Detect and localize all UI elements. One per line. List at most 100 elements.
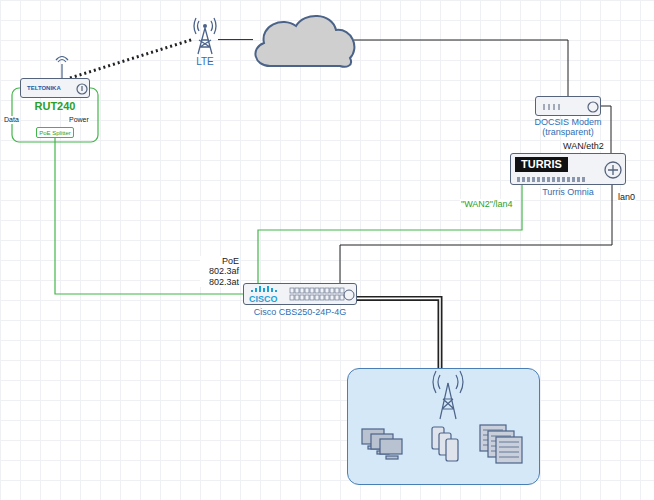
switch-port xyxy=(320,295,324,300)
status-icon-mark xyxy=(81,86,82,91)
network-name: LTE xyxy=(196,56,214,68)
double-line-core xyxy=(357,298,440,368)
port-label: PoE 802.3af 802.3at xyxy=(200,256,240,287)
cable-link xyxy=(55,138,243,294)
wire-label: Power xyxy=(68,116,90,124)
wireless-link xyxy=(70,40,192,78)
computer-base xyxy=(386,456,398,459)
cell-tower xyxy=(440,383,456,419)
switch-port xyxy=(310,288,314,293)
port-slot xyxy=(552,177,555,182)
logo-bar xyxy=(271,288,273,292)
tower-mast xyxy=(198,28,212,54)
port-slot xyxy=(517,177,520,182)
poe-splitter: PoE Splitter xyxy=(36,127,74,138)
switch-port xyxy=(295,288,299,293)
port-slot xyxy=(567,177,570,182)
server-slot xyxy=(483,430,503,431)
logo-bar xyxy=(259,286,261,292)
antenna-mast xyxy=(61,64,62,78)
brand-logo: TURRIS xyxy=(515,157,568,172)
node-graphic xyxy=(248,12,360,70)
device-name: RUT240 xyxy=(35,100,76,113)
server-slot xyxy=(499,447,519,448)
antenna-wave xyxy=(58,60,66,63)
port-slot xyxy=(572,177,575,182)
logo-bar xyxy=(267,286,269,292)
network-switch: CISCOCisco CBS250-24P-4G xyxy=(243,283,357,305)
vent-slot xyxy=(554,104,555,110)
port-label: "WAN2"/lan4 xyxy=(460,199,514,209)
logo-bar xyxy=(263,288,265,292)
switch-port xyxy=(290,288,294,293)
double-link xyxy=(357,298,440,368)
port-slot xyxy=(562,177,565,182)
switch-port xyxy=(300,288,304,293)
device-name: DOCSIS Modem (transparent) xyxy=(532,117,604,138)
switch-port xyxy=(305,288,309,293)
switch-port xyxy=(310,295,314,300)
cable-link xyxy=(340,185,612,283)
vent-slot xyxy=(544,104,545,110)
switch-port xyxy=(330,288,334,293)
brand-logo: CISCO xyxy=(249,294,278,304)
logo-bar xyxy=(275,290,277,292)
port-label: lan0 xyxy=(617,192,636,202)
status-icon xyxy=(77,84,87,94)
status-icon xyxy=(588,102,598,112)
switch-port xyxy=(335,295,339,300)
switch-port xyxy=(315,295,319,300)
vent-slot xyxy=(559,104,560,110)
port-slot xyxy=(577,177,580,182)
switch-port xyxy=(325,295,329,300)
port-slot xyxy=(547,177,550,182)
status-icon xyxy=(344,290,354,300)
device-name: Cisco CBS250-24P-4G xyxy=(254,307,347,317)
server-rack xyxy=(496,437,522,463)
server-slot xyxy=(491,436,511,437)
switch-port xyxy=(315,288,319,293)
antenna-icon xyxy=(56,57,68,79)
logo-bar xyxy=(251,290,253,292)
server-slot xyxy=(499,457,519,458)
port-slot xyxy=(582,177,585,182)
switch-port xyxy=(325,288,329,293)
router-device: TURRISTurris Omnia xyxy=(510,153,626,185)
client-zone xyxy=(347,368,540,485)
internet-cloud xyxy=(248,12,360,70)
lte-tower: LTE xyxy=(192,18,218,54)
switch-port xyxy=(300,295,304,300)
device-name: PoE Splitter xyxy=(39,129,71,136)
port-slot xyxy=(557,177,560,182)
logo-bar xyxy=(255,288,257,292)
port-slot xyxy=(532,177,535,182)
wire-label: Data xyxy=(3,116,20,124)
switch-port xyxy=(330,295,334,300)
status-icon xyxy=(605,162,621,178)
cable-link xyxy=(258,185,522,283)
switch-port xyxy=(305,295,309,300)
router-device: TELTONIKARUT240 xyxy=(20,78,90,98)
radio-waves xyxy=(433,371,463,393)
tower-top xyxy=(203,24,207,28)
port-label: WAN/eth2 xyxy=(562,141,605,151)
port-slot xyxy=(542,177,545,182)
switch-port xyxy=(320,288,324,293)
port-slot xyxy=(537,177,540,182)
device-name: Turris Omnia xyxy=(542,187,594,197)
switch-port xyxy=(335,288,339,293)
cable-link xyxy=(354,40,568,96)
vent-slot xyxy=(549,104,550,110)
status-icon-mark xyxy=(608,165,618,175)
cable-link xyxy=(218,39,253,40)
switch-port xyxy=(340,288,344,293)
server-slot xyxy=(499,452,519,453)
node-graphic xyxy=(536,97,600,115)
switch-port xyxy=(340,295,344,300)
node-graphic xyxy=(348,369,539,484)
